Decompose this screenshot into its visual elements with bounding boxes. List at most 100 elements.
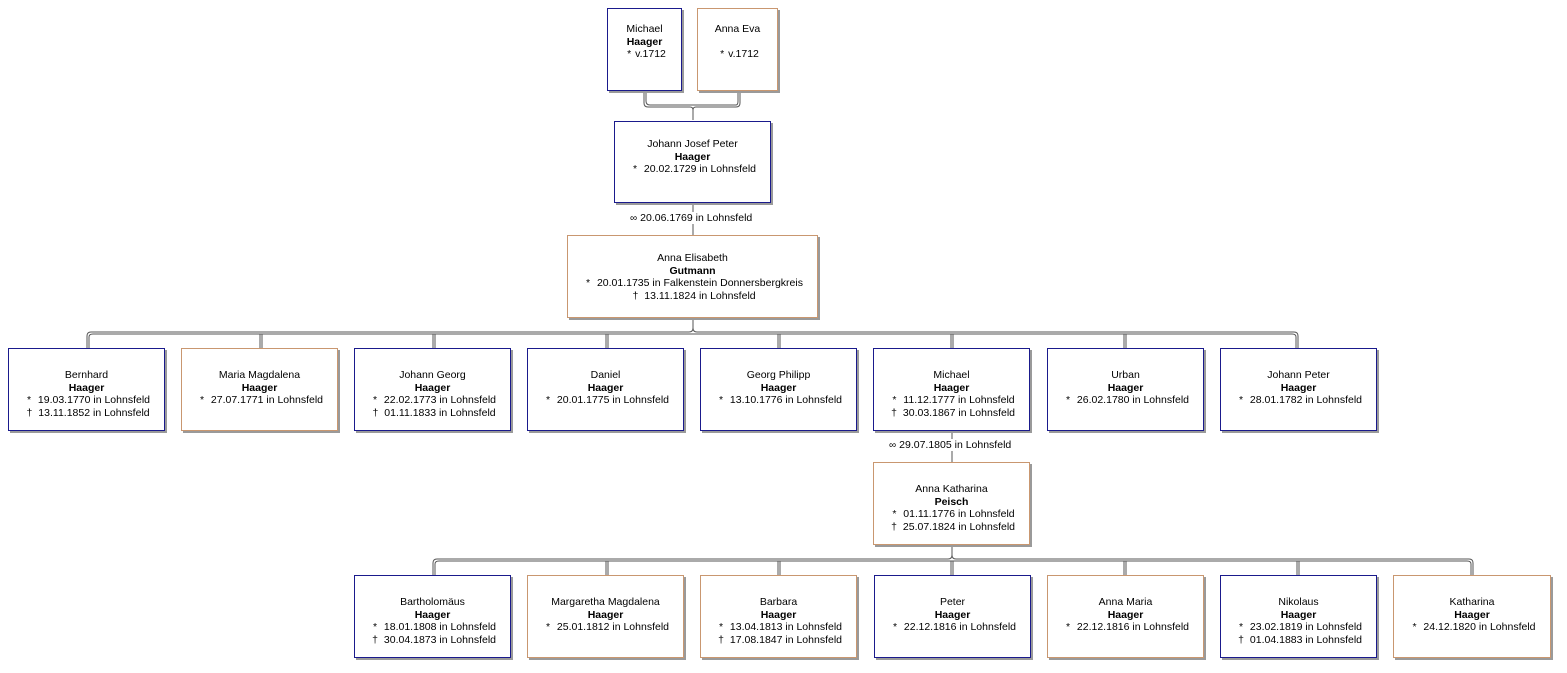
person-card-katharina-haager[interactable]: Katharina Haager * 24.12.1820 in Lohnsfe… [1393,575,1551,658]
birth-symbol-icon: * [632,163,638,175]
surname: Haager [414,608,451,621]
connector [259,334,263,348]
death-cross-icon: † [372,406,379,419]
birth-event: * 22.12.1816 in Lohnsfeld [1048,621,1203,634]
person-card-georg-philipp-haager[interactable]: Georg Philipp Haager * 13.10.1776 in Loh… [700,348,857,431]
death-cross-icon: † [891,406,897,419]
connector [950,561,954,575]
first-name: Daniel [590,369,621,381]
person-card-daniel-haager[interactable]: Daniel Haager * 20.01.1775 in Lohnsfeld [527,348,684,431]
person-card-nikolaus-haager[interactable]: Nikolaus Haager * 23.02.1819 in Lohnsfel… [1220,575,1377,658]
surname: Haager [934,608,971,621]
person-card-johann-georg-haager[interactable]: Johann Georg Haager * 22.02.1773 in Lohn… [354,348,511,431]
person-card-barbara-haager[interactable]: Barbara Haager * 13.04.1813 in Lohnsfeld… [700,575,857,658]
person-card-anna-katharina-peisch[interactable]: Anna Katharina Peisch * 01.11.1776 in Lo… [873,462,1030,545]
connector [432,334,436,348]
person-card-anna-eva[interactable]: Anna Eva *v.1712 [697,8,778,91]
birth-symbol-icon: * [718,621,724,633]
first-name: Katharina [1449,596,1495,608]
person-card-michael-haager-sr[interactable]: Michael Haager *v.1712 [607,8,682,91]
connector [643,92,694,120]
birth-event: * 11.12.1777 in Lohnsfeld [874,394,1029,407]
first-name: Michael [626,23,663,35]
birth-symbol-icon: * [1412,621,1417,633]
birth-symbol-icon: * [1238,621,1244,633]
marriage-text: 20.06.1769 in Lohnsfeld [640,212,753,224]
surname: Haager [68,381,105,394]
death-cross-icon: † [718,633,724,646]
connector [605,561,609,575]
surname: Haager [1280,608,1317,621]
surname: Peisch [934,495,969,508]
first-name: Bartholomäus [400,596,465,608]
event-text: 19.03.1770 in Lohnsfeld [37,394,151,406]
surname [698,36,777,49]
person-card-maria-magdalena-haager[interactable]: Maria Magdalena Haager * 27.07.1771 in L… [181,348,338,431]
event-text: v.1712 [635,48,666,60]
death-event: † 30.04.1873 in Lohnsfeld [355,634,510,647]
marriage-label: ∞20.06.1769 in Lohnsfeld [628,212,755,224]
birth-symbol-icon: * [199,394,205,406]
event-text: 01.11.1833 in Lohnsfeld [384,406,496,419]
event-text: 13.11.1824 in Lohnsfeld [644,289,756,302]
first-name: Anna Katharina [915,483,988,495]
surname: Haager [414,381,451,394]
event-text: 22.12.1816 in Lohnsfeld [1076,621,1190,633]
person-card-margaretha-magdalena-haager[interactable]: Margaretha Magdalena Haager * 25.01.1812… [527,575,684,658]
connector [951,554,1474,575]
connector [1123,334,1127,348]
birth-event: * 13.04.1813 in Lohnsfeld [701,621,856,634]
first-name: Urban [1111,369,1140,381]
connector [692,92,741,111]
connector [432,545,953,575]
birth-event: * 23.02.1819 in Lohnsfeld [1221,621,1376,634]
person-card-johann-peter-haager[interactable]: Johann Peter Haager * 28.01.1782 in Lohn… [1220,348,1377,431]
event-text: 30.04.1873 in Lohnsfeld [383,633,497,646]
birth-event: * 20.01.1775 in Lohnsfeld [528,394,683,407]
first-name: Johann Josef Peter [647,138,738,150]
birth-event: * 26.02.1780 in Lohnsfeld [1048,394,1203,407]
first-name: Peter [939,596,966,608]
surname: Haager [1280,381,1317,394]
person-card-anna-elisabeth-gutmann[interactable]: Anna Elisabeth Gutmann * 20.01.1735 in F… [567,235,818,318]
first-name: Margaretha Magdalena [551,596,660,608]
death-event: † 25.07.1824 in Lohnsfeld [874,521,1029,534]
first-name: Johann Peter [1267,369,1330,381]
surname: Haager [760,381,797,394]
surname: Gutmann [669,264,716,277]
surname: Haager [626,35,663,48]
birth-symbol-icon: * [1065,394,1071,406]
person-card-johann-josef-peter-haager[interactable]: Johann Josef Peter Haager * 20.02.1729 i… [614,121,771,203]
surname: Haager [933,381,970,394]
first-name: Maria Magdalena [218,369,301,381]
connector [88,333,1297,348]
marriage-icon: ∞ [630,213,637,224]
birth-symbol-icon: * [718,394,724,406]
person-card-michael-haager[interactable]: Michael Haager * 11.12.1777 in Lohnsfeld… [873,348,1030,431]
event-text: 01.04.1883 in Lohnsfeld [1249,633,1363,646]
marriage-text: 29.07.1805 in Lohnsfeld [899,439,1012,451]
birth-event: * 01.11.1776 in Lohnsfeld [874,508,1029,521]
surname: Haager [587,608,624,621]
birth-event: * 22.12.1816 in Lohnsfeld [875,621,1030,634]
birth-event: *v.1712 [698,48,777,61]
connector [605,334,609,348]
birth-symbol-icon: * [627,48,632,60]
birth-symbol-icon: * [545,621,551,633]
death-event: † 30.03.1867 in Lohnsfeld [874,407,1029,420]
birth-event: * 25.01.1812 in Lohnsfeld [528,621,683,634]
person-card-bartholomaeus-haager[interactable]: Bartholomäus Haager * 18.01.1808 in Lohn… [354,575,511,658]
death-event: † 01.04.1883 in Lohnsfeld [1221,634,1376,647]
event-text: 23.02.1819 in Lohnsfeld [1249,621,1363,633]
first-name: Michael [933,369,970,381]
person-card-peter-haager[interactable]: Peter Haager * 22.12.1816 in Lohnsfeld [874,575,1031,658]
surname: Haager [1454,608,1490,621]
birth-symbol-icon: * [1238,394,1244,406]
connector [1123,561,1127,575]
person-card-bernhard-haager[interactable]: Bernhard Haager * 19.03.1770 in Lohnsfel… [8,348,165,431]
person-card-urban-haager[interactable]: Urban Haager * 26.02.1780 in Lohnsfeld [1047,348,1204,431]
birth-event: *v.1712 [608,48,681,61]
birth-symbol-icon: * [892,621,898,633]
person-card-anna-maria-haager[interactable]: Anna Maria Haager * 22.12.1816 in Lohnsf… [1047,575,1204,658]
